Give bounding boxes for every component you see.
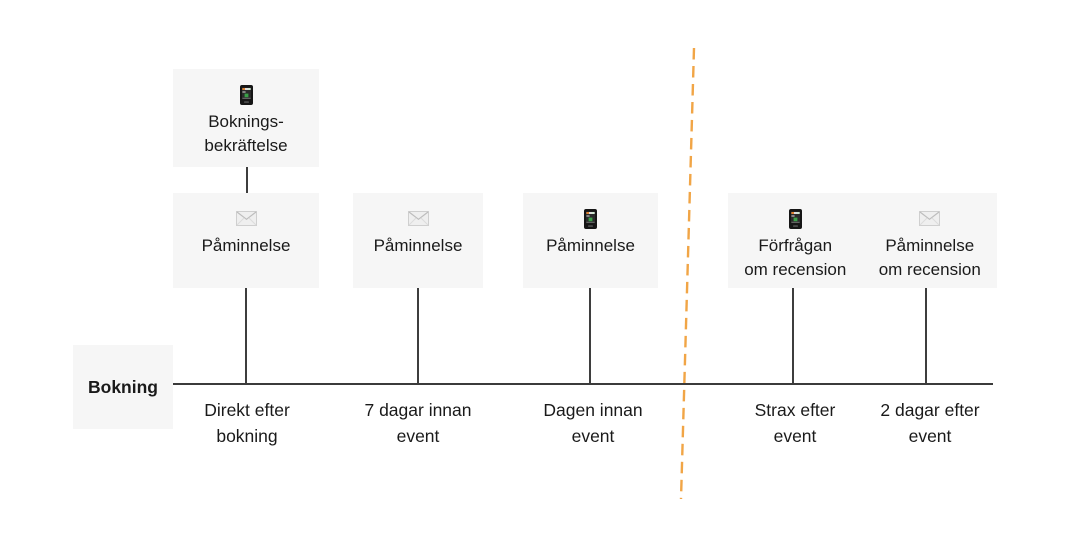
connector-confirmation-to-reminder (246, 167, 248, 194)
timeline-axis (173, 383, 993, 385)
time-label-line1: 2 dagar efter (880, 400, 980, 420)
message-label-line1: Boknings- (208, 112, 284, 131)
message-label-line2: bekräftelse (204, 136, 288, 155)
time-label-dagen-innan: Dagen innan event (543, 397, 642, 449)
time-label-7-dagar-innan: 7 dagar innan event (364, 397, 471, 449)
message-label-line1: Påminnelse (201, 236, 291, 255)
message-box-reminder-7-days: Påminnelse (353, 193, 483, 288)
message-label-line1: Påminnelse (373, 236, 463, 255)
time-label-direkt-efter-bokning: Direkt efter bokning (204, 397, 290, 449)
time-label-strax-efter: Strax efter event (755, 397, 836, 449)
origin-box-bokning: Bokning (73, 345, 173, 429)
envelope-icon (235, 208, 257, 229)
message-label-line1: Förfrågan (758, 236, 833, 255)
message-label-line2: om recension (878, 260, 981, 279)
time-label-line2: event (571, 426, 615, 446)
time-label-line1: Direkt efter (204, 400, 290, 420)
message-label-line1: Påminnelse (546, 236, 635, 255)
phone-icon (239, 84, 253, 105)
message-box-booking-confirmation: Boknings- bekräftelse (173, 69, 319, 167)
message-box-review-request: Förfrågan om recension (728, 193, 863, 288)
time-label-2-dagar-efter: 2 dagar efter event (880, 397, 979, 449)
message-box-reminder-day-before: Påminnelse (523, 193, 658, 288)
message-box-reminder-after-booking: Påminnelse (173, 193, 319, 288)
time-label-line2: event (773, 426, 817, 446)
envelope-icon (407, 208, 429, 229)
origin-label: Bokning (88, 376, 158, 397)
time-label-line1: Dagen innan (543, 400, 643, 420)
tick-strax-efter (792, 287, 794, 384)
tick-2-dagar-efter (925, 287, 927, 384)
tick-dagen-innan (589, 287, 591, 384)
message-label-line1: Påminnelse (885, 236, 975, 255)
message-box-review-reminder: Påminnelse om recension (863, 193, 998, 288)
phone-icon (788, 208, 802, 229)
message-box-review-group: Förfrågan om recension Påminnelse om rec… (728, 193, 997, 288)
envelope-icon (919, 208, 941, 229)
time-label-line1: Strax efter (754, 400, 836, 420)
tick-direkt-efter-bokning (245, 288, 247, 384)
phone-icon (584, 208, 597, 229)
time-label-line2: event (908, 426, 952, 446)
tick-7-dagar-innan (417, 287, 419, 384)
time-label-line2: event (396, 426, 440, 446)
time-label-line2: bokning (216, 426, 278, 446)
time-label-line1: 7 dagar innan (364, 400, 472, 420)
message-label-line2: om recension (744, 260, 847, 279)
